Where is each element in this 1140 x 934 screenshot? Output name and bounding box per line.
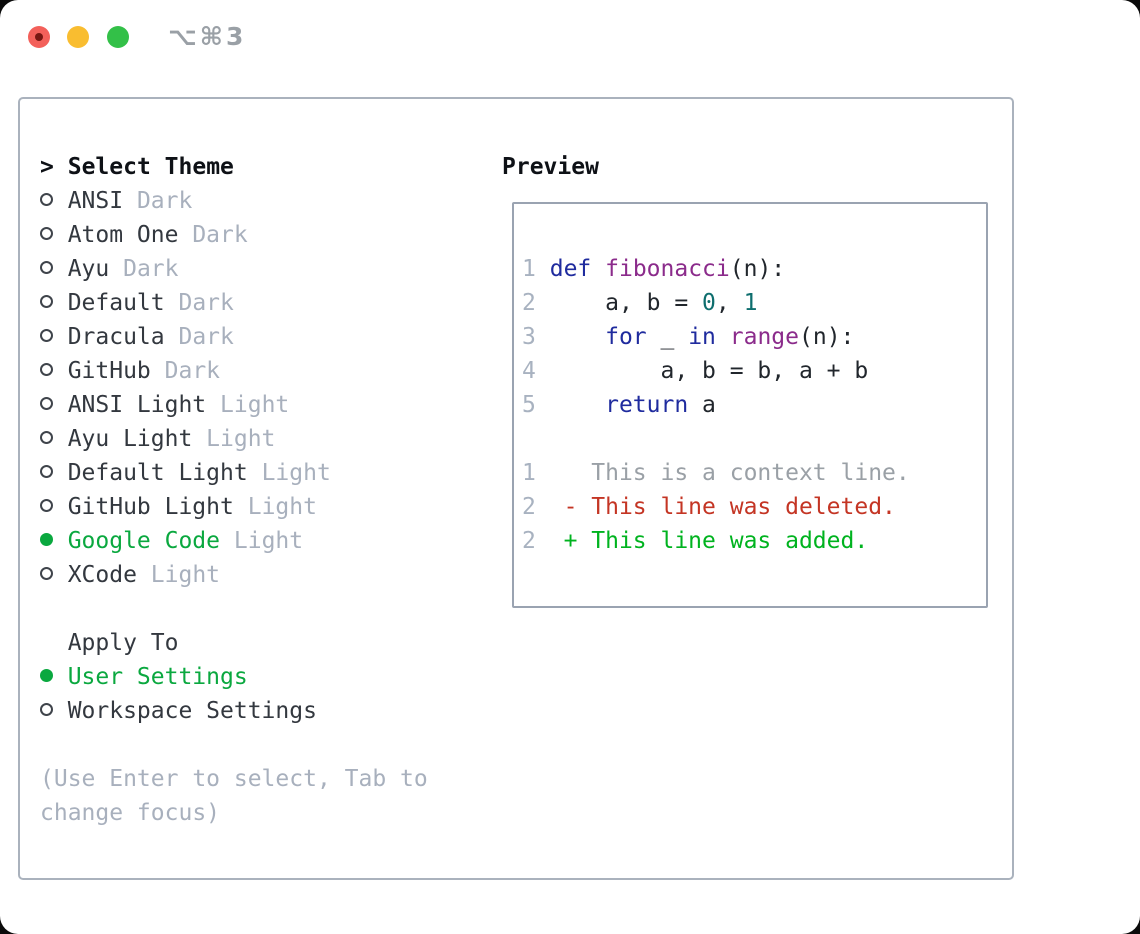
diff-added-text: + This line was added.	[563, 528, 869, 554]
theme-variant-tag: Dark	[136, 188, 193, 214]
apply-to-header: Apply To	[40, 626, 428, 660]
preview-content: 1 def fibonacci(n): 2 a, b = 0, 1 3 for _ …	[522, 252, 910, 558]
line-number: 2	[522, 290, 536, 316]
theme-name: Ayu	[67, 256, 110, 282]
theme-variant-tag: Dark	[164, 358, 221, 384]
theme-variant-tag: Light	[247, 494, 317, 520]
window-title: ⌥⌘3	[168, 22, 247, 51]
theme-option-default[interactable]: Default Dark	[40, 286, 428, 320]
spacer	[40, 592, 428, 626]
theme-variant-tag: Light	[206, 426, 276, 452]
theme-name: ANSI Light	[67, 392, 207, 418]
radio-icon	[40, 354, 68, 388]
radio-icon	[40, 422, 68, 456]
apply-to-label: Apply To	[67, 630, 179, 656]
minimize-button[interactable]	[67, 26, 89, 48]
theme-option-xcode[interactable]: XCode Light	[40, 558, 428, 592]
line-number: 2	[522, 528, 536, 554]
radio-icon	[40, 558, 68, 592]
theme-option-ansi[interactable]: ANSI Dark	[40, 184, 428, 218]
radio-selected-icon	[40, 524, 68, 558]
radio-icon	[40, 490, 68, 524]
zoom-button[interactable]	[107, 26, 129, 48]
diff-line-deleted: 2 - This line was deleted.	[522, 490, 910, 524]
code-line-2: 2 a, b = 0, 1	[522, 290, 758, 316]
theme-option-atom-one[interactable]: Atom One Dark	[40, 218, 428, 252]
spacer	[40, 728, 428, 762]
keyboard-hint: (Use Enter to select, Tab to change focus…	[40, 762, 428, 830]
code-line-4: 4 a, b = b, a + b	[522, 358, 869, 384]
radio-icon	[40, 694, 68, 728]
radio-icon	[40, 286, 68, 320]
theme-name: Ayu Light	[67, 426, 193, 452]
apply-option-user-settings[interactable]: User Settings	[40, 660, 428, 694]
radio-selected-icon	[40, 660, 68, 694]
theme-option-github[interactable]: GitHub Dark	[40, 354, 428, 388]
theme-name: Google Code	[67, 528, 221, 554]
theme-variant-tag: Dark	[123, 256, 179, 282]
code-line-3: 3 for _ in range(n):	[522, 324, 855, 350]
theme-option-google-code[interactable]: Google Code Light	[40, 524, 428, 558]
title-bar: ⌥⌘3	[0, 0, 1140, 74]
theme-option-default-light[interactable]: Default Light Light	[40, 456, 428, 490]
line-number: 1	[522, 460, 536, 486]
select-theme-title: Select Theme	[67, 154, 234, 180]
theme-variant-tag: Dark	[178, 290, 234, 316]
theme-option-ayu-light[interactable]: Ayu Light Light	[40, 422, 428, 456]
diff-line-context: 1 This is a context line.	[522, 456, 910, 490]
theme-name: GitHub Light	[67, 494, 234, 520]
theme-variant-tag: Dark	[178, 324, 234, 350]
theme-variant-tag: Light	[150, 562, 221, 588]
theme-option-github-light[interactable]: GitHub Light Light	[40, 490, 428, 524]
theme-option-ayu[interactable]: Ayu Dark	[40, 252, 428, 286]
line-number: 1	[522, 256, 536, 282]
line-number: 2	[522, 494, 536, 520]
radio-icon	[40, 252, 68, 286]
radio-icon	[40, 184, 68, 218]
theme-name: Default Light	[67, 460, 248, 486]
theme-variant-tag: Light	[261, 460, 331, 486]
theme-variant-tag: Light	[220, 392, 290, 418]
theme-name: XCode	[67, 562, 137, 588]
theme-name: GitHub	[67, 358, 151, 384]
hint-line: change focus)	[40, 800, 221, 826]
hint-line: (Use Enter to select, Tab to	[40, 766, 428, 792]
diff-line-added: 2 + This line was added.	[522, 524, 910, 558]
radio-icon	[40, 456, 68, 490]
code-line-5: 5 return a	[522, 392, 716, 418]
line-number: 5	[522, 392, 536, 418]
modified-dot-icon	[35, 33, 43, 41]
apply-option-label: Workspace Settings	[67, 698, 317, 724]
preview-pane: 1 def fibonacci(n): 2 a, b = 0, 1 3 for _ …	[512, 202, 988, 608]
select-theme-header: > Select Theme	[40, 150, 428, 184]
theme-variant-tag: Dark	[192, 222, 248, 248]
diff-deleted-text: - This line was deleted.	[563, 494, 896, 520]
diff-context-text: This is a context line.	[591, 460, 910, 486]
radio-icon	[40, 388, 68, 422]
theme-name: Atom One	[67, 222, 179, 248]
close-button[interactable]	[28, 26, 50, 48]
theme-variant-tag: Light	[233, 528, 304, 554]
theme-option-ansi-light[interactable]: ANSI Light Light	[40, 388, 428, 422]
theme-name: ANSI	[67, 188, 124, 214]
preview-header: Preview	[502, 154, 599, 180]
blank-line	[522, 422, 910, 456]
code-line-1: 1 def fibonacci(n):	[522, 256, 786, 282]
apply-option-workspace-settings[interactable]: Workspace Settings	[40, 694, 428, 728]
radio-icon	[40, 218, 68, 252]
radio-icon	[40, 320, 68, 354]
line-number: 3	[522, 324, 536, 350]
theme-option-dracula[interactable]: Dracula Dark	[40, 320, 428, 354]
line-number: 4	[522, 358, 536, 384]
theme-name: Default	[67, 290, 165, 316]
apply-option-label: User Settings	[67, 664, 248, 690]
prompt-icon: >	[40, 154, 54, 180]
theme-name: Dracula	[67, 324, 165, 350]
